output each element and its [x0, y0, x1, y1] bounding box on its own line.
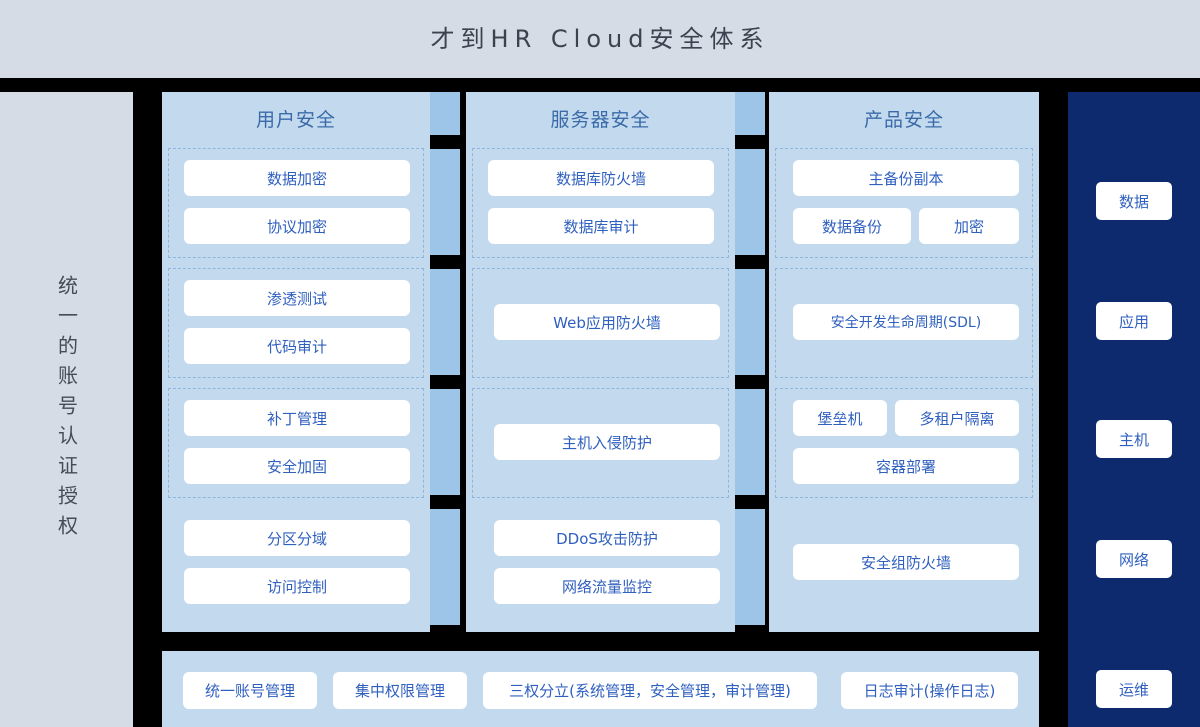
- security-item[interactable]: 数据加密: [184, 160, 410, 196]
- security-item[interactable]: 容器部署: [793, 448, 1019, 484]
- right-panel-layers: 数据应用主机网络运维: [1068, 92, 1200, 727]
- security-item[interactable]: Web应用防火墙: [494, 304, 720, 340]
- security-item[interactable]: 主备份副本: [793, 160, 1019, 196]
- page-title: 才到HR Cloud安全体系: [430, 25, 770, 53]
- column-title-product-security: 产品安全: [863, 109, 944, 131]
- bridge-gap: [735, 625, 765, 639]
- security-item[interactable]: 安全开发生命周期(SDL): [793, 304, 1019, 340]
- bridge-gap: [735, 495, 765, 509]
- column-title-server-security: 服务器安全: [550, 109, 651, 131]
- layer-pill[interactable]: 网络: [1096, 540, 1172, 578]
- security-item[interactable]: 主机入侵防护: [494, 424, 720, 460]
- column-user-security: 用户安全数据加密协议加密渗透测试代码审计补丁管理安全加固分区分域访问控制: [162, 92, 430, 632]
- security-item[interactable]: 代码审计: [184, 328, 410, 364]
- group-outline: [472, 268, 729, 378]
- bridge-col2-col3: [735, 92, 765, 632]
- header-band: [0, 0, 1200, 78]
- security-item[interactable]: 分区分域: [184, 520, 410, 556]
- bridge-gap: [430, 375, 460, 389]
- bottom-bar-account-management: 统一账号管理集中权限管理三权分立(系统管理，安全管理，审计管理) 日志审计(操作日…: [162, 651, 1039, 727]
- layer-pill[interactable]: 运维: [1096, 670, 1172, 708]
- left-panel-label: 统一的账号认证授权: [54, 274, 79, 545]
- security-item[interactable]: 数据库防火墙: [488, 160, 714, 196]
- group-outline: [168, 268, 424, 378]
- column-product-security: 产品安全主备份副本数据备份加密安全开发生命周期(SDL) 堡垒机多租户隔离容器部署…: [769, 92, 1039, 632]
- account-management-item[interactable]: 集中权限管理: [333, 672, 467, 709]
- security-item[interactable]: 安全加固: [184, 448, 410, 484]
- layer-pill[interactable]: 应用: [1096, 302, 1172, 340]
- bridge-gap: [430, 135, 460, 149]
- left-panel-identity: 统一的账号认证授权: [0, 92, 133, 727]
- group-outline: [472, 388, 729, 498]
- group-outline: [472, 148, 729, 258]
- column-server-security: 服务器安全数据库防火墙数据库审计 Web应用防火墙主机入侵防护 DDoS攻击防护网络…: [466, 92, 735, 632]
- security-item[interactable]: 网络流量监控: [494, 568, 720, 604]
- column-title-user-security: 用户安全: [255, 109, 336, 131]
- bridge-gap: [735, 375, 765, 389]
- security-item[interactable]: 渗透测试: [184, 280, 410, 316]
- security-item[interactable]: 协议加密: [184, 208, 410, 244]
- security-item[interactable]: 多租户隔离: [895, 400, 1019, 436]
- security-item[interactable]: 堡垒机: [793, 400, 887, 436]
- bridge-col1-col2: [430, 92, 460, 632]
- group-outline: [168, 148, 424, 258]
- bridge-gap: [430, 625, 460, 639]
- account-management-item[interactable]: 三权分立(系统管理，安全管理，审计管理): [483, 672, 817, 709]
- account-management-item[interactable]: 统一账号管理: [183, 672, 317, 709]
- left-panel-text-wrap: 统一的账号认证授权: [0, 92, 133, 727]
- security-item[interactable]: 安全组防火墙: [793, 544, 1019, 580]
- group-outline: [775, 268, 1033, 378]
- layer-pill[interactable]: 主机: [1096, 420, 1172, 458]
- security-item[interactable]: DDoS攻击防护: [494, 520, 720, 556]
- security-item[interactable]: 数据备份: [793, 208, 911, 244]
- security-item[interactable]: 加密: [919, 208, 1019, 244]
- group-outline: [775, 388, 1033, 498]
- account-management-item[interactable]: 日志审计(操作日志): [841, 672, 1018, 709]
- security-item[interactable]: 访问控制: [184, 568, 410, 604]
- security-item[interactable]: 补丁管理: [184, 400, 410, 436]
- security-item[interactable]: 数据库审计: [488, 208, 714, 244]
- group-outline: [168, 388, 424, 498]
- bridge-gap: [430, 495, 460, 509]
- layer-pill[interactable]: 数据: [1096, 182, 1172, 220]
- bridge-gap: [735, 255, 765, 269]
- bridge-gap: [430, 255, 460, 269]
- bridge-gap: [735, 135, 765, 149]
- group-outline: [775, 148, 1033, 258]
